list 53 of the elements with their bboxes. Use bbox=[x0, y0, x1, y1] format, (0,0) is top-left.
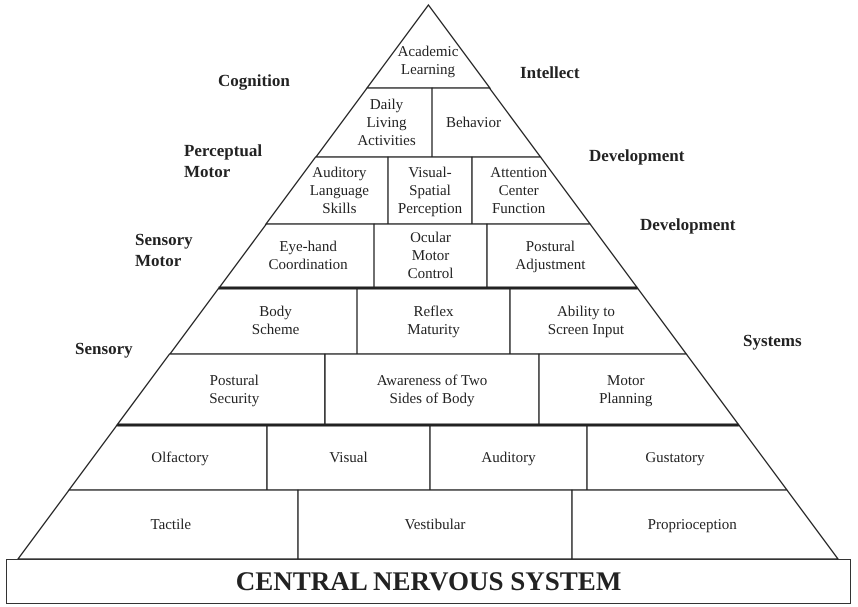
level-label: Systems bbox=[743, 330, 803, 351]
pyramid-cell bbox=[388, 157, 472, 224]
level-label: Sensory Motor bbox=[135, 229, 194, 271]
pyramid-cell bbox=[266, 157, 388, 224]
pyramid-cell bbox=[18, 490, 298, 559]
cell-text: Vestibular bbox=[404, 516, 466, 534]
pyramid-apex-cell bbox=[366, 5, 490, 88]
pyramid-cell bbox=[325, 354, 539, 425]
cell-text: Ocular Motor Control bbox=[406, 229, 454, 283]
base-title: CENTRAL NERVOUS SYSTEM bbox=[236, 566, 622, 597]
pyramid-cell bbox=[432, 88, 540, 157]
cell-text: Body Scheme bbox=[250, 303, 300, 339]
level-label: Cognition bbox=[218, 70, 291, 91]
cell-text: Behavior bbox=[444, 114, 502, 132]
cell-text: Tactile bbox=[149, 516, 192, 534]
cell-text: Auditory bbox=[480, 448, 537, 466]
cell-text: Auditory Language Skills bbox=[308, 164, 370, 218]
cell-text: Ability to Screen Input bbox=[546, 303, 626, 339]
pyramid-cell bbox=[218, 224, 374, 288]
cell-text: Postural Adjustment bbox=[514, 238, 586, 274]
pyramid-cell bbox=[267, 425, 430, 490]
cell-text: Academic Learning bbox=[396, 42, 460, 78]
pyramid-cell bbox=[510, 288, 686, 354]
level-label: Perceptual Motor bbox=[184, 140, 264, 182]
cell-text: Daily Living Activities bbox=[356, 96, 417, 150]
cell-text: Awareness of Two Sides of Body bbox=[376, 372, 488, 408]
pyramid-cell bbox=[316, 88, 432, 157]
base-bar bbox=[6, 559, 851, 604]
level-label: Development bbox=[589, 145, 686, 166]
level-label: Sensory bbox=[75, 338, 134, 359]
pyramid-cell bbox=[357, 288, 510, 354]
cell-text: Attention Center Function bbox=[489, 164, 548, 218]
pyramid-cell bbox=[374, 224, 487, 288]
pyramid-cell bbox=[539, 354, 739, 425]
level-label: Intellect bbox=[520, 62, 580, 83]
cell-text: Eye-hand Coordination bbox=[268, 238, 349, 274]
cell-text: Motor Planning bbox=[598, 372, 654, 408]
cell-text: Visual-Spatial Perception bbox=[396, 164, 464, 218]
cell-text: Olfactory bbox=[150, 448, 210, 466]
cell-text: Visual bbox=[328, 448, 369, 466]
cell-text: Reflex Maturity bbox=[406, 303, 461, 339]
pyramid-cell bbox=[298, 490, 572, 559]
pyramid-cell bbox=[472, 157, 590, 224]
pyramid-cell bbox=[572, 490, 838, 559]
cell-text: Postural Security bbox=[208, 372, 260, 408]
pyramid-cell bbox=[430, 425, 587, 490]
cell-text: Gustatory bbox=[644, 448, 706, 466]
pyramid-cell bbox=[69, 425, 267, 490]
pyramid-cell bbox=[587, 425, 787, 490]
pyramid-cell bbox=[170, 288, 357, 354]
cell-text: Proprioception bbox=[646, 516, 738, 534]
pyramid-cell bbox=[487, 224, 638, 288]
level-label: Development bbox=[640, 214, 736, 235]
